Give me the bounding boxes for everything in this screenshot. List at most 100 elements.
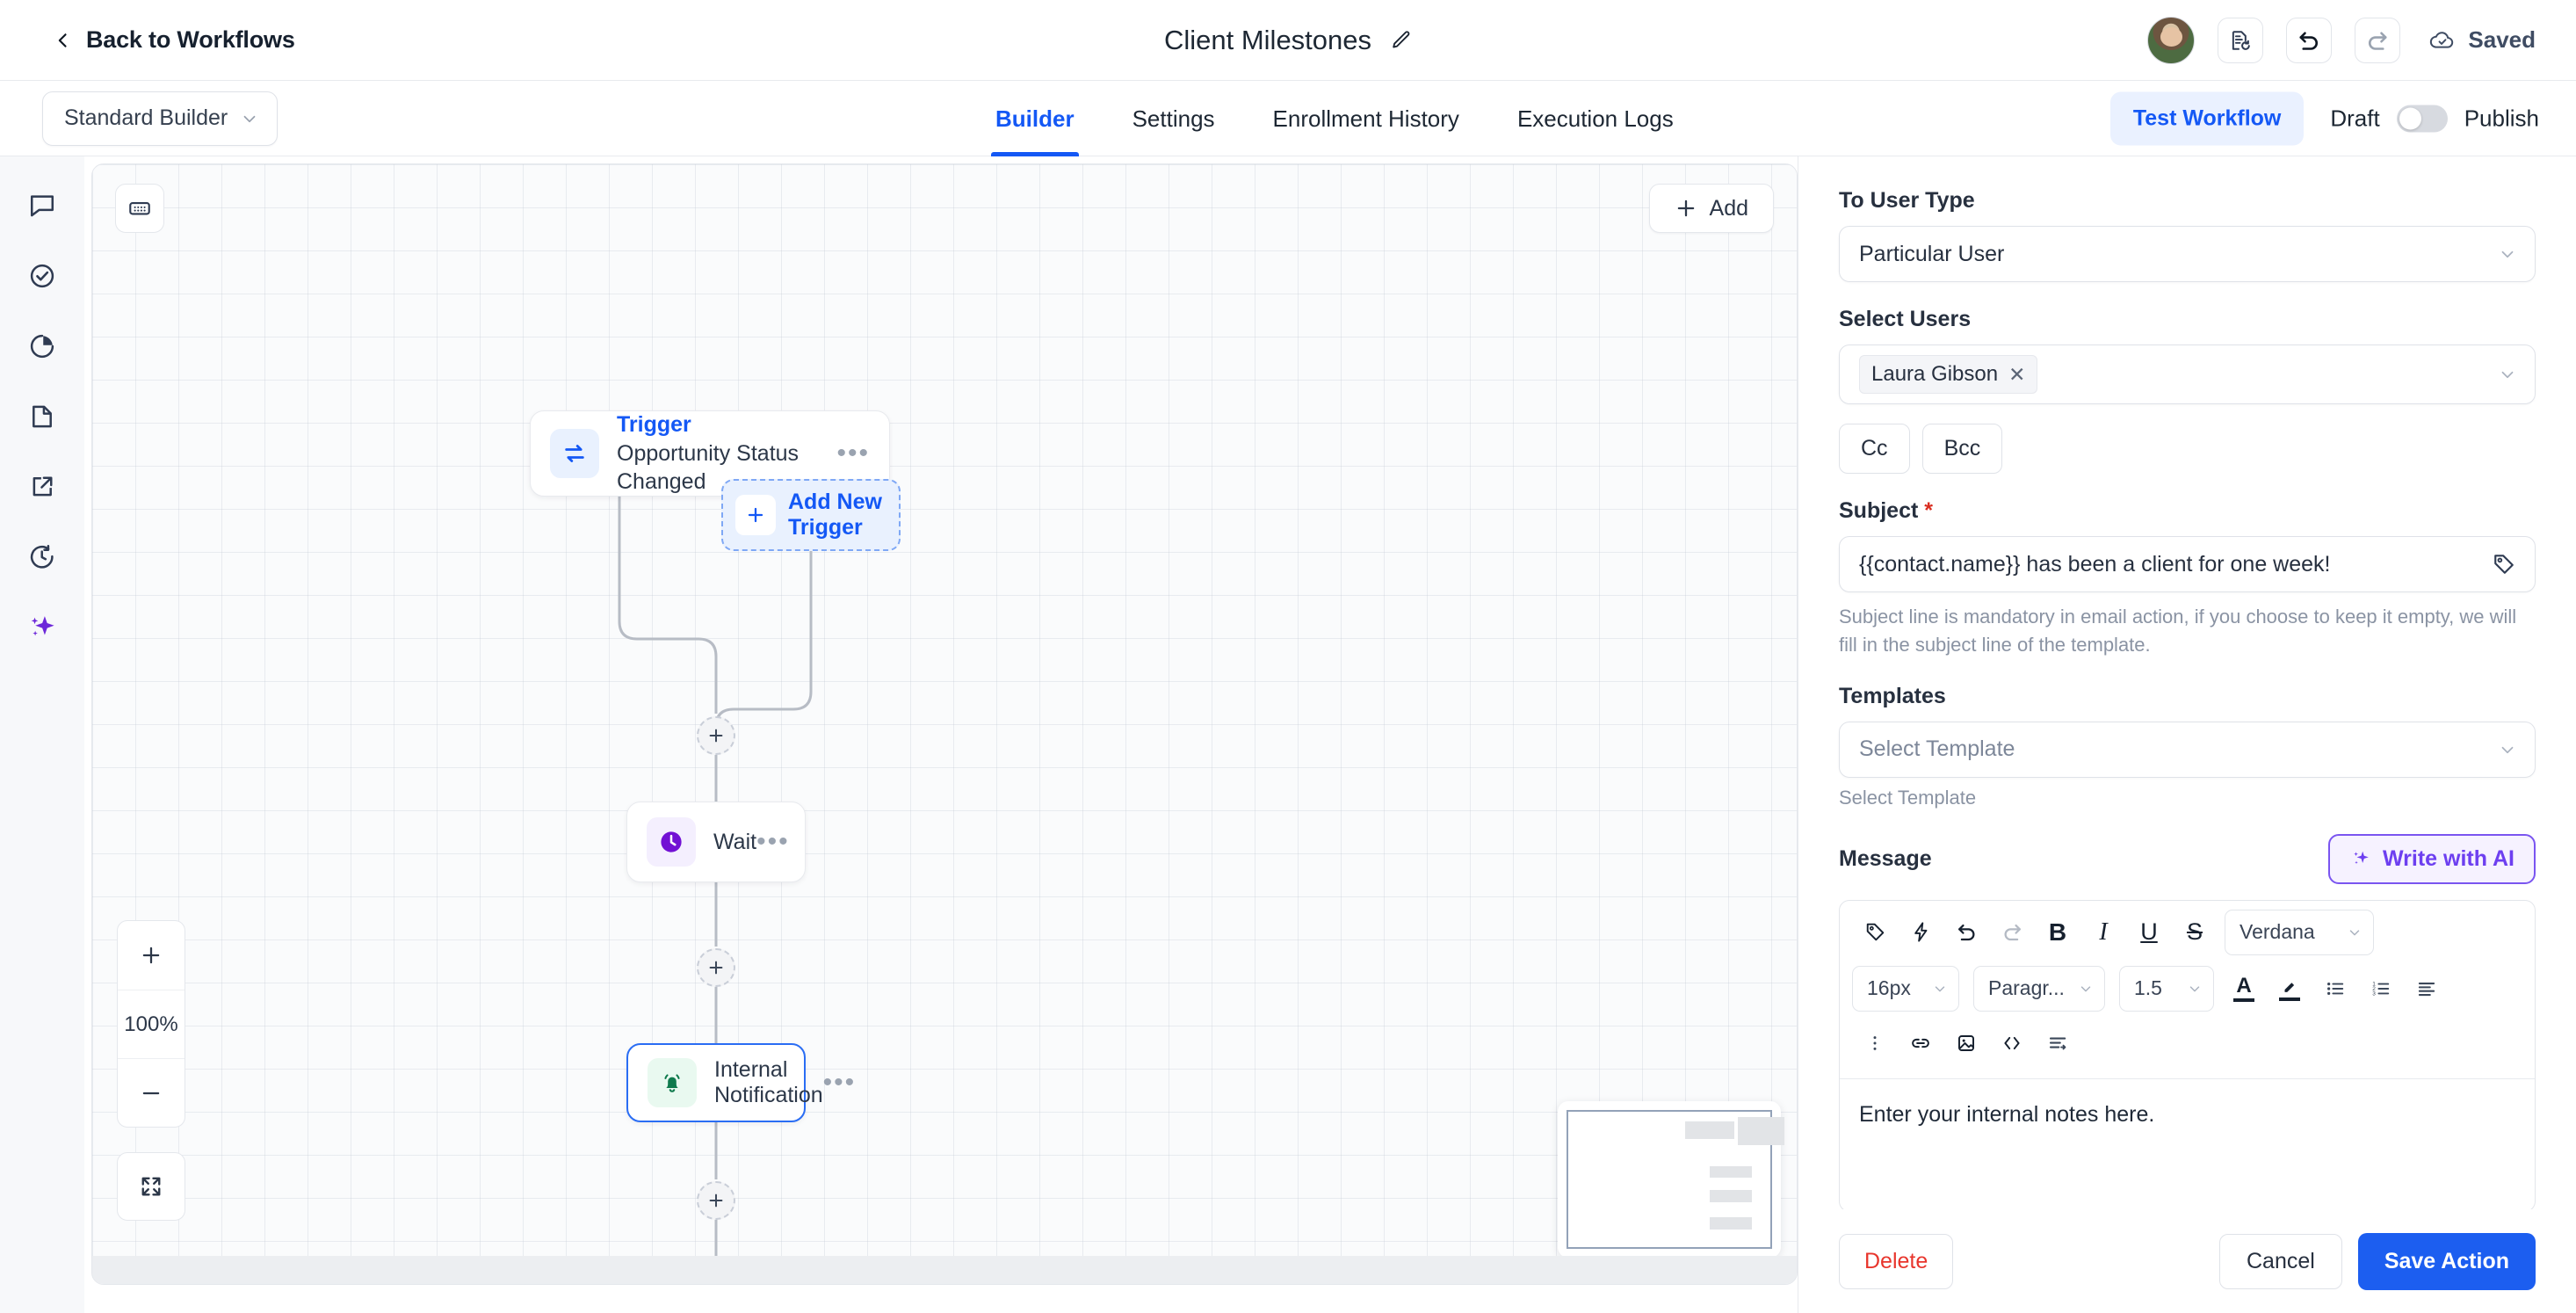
keyboard-shortcuts-button[interactable]	[115, 184, 164, 233]
document-refresh-button[interactable]	[2218, 17, 2264, 63]
pencil-icon[interactable]	[1389, 29, 1412, 52]
templates-select[interactable]: Select Template	[1839, 721, 2536, 778]
subject-input[interactable]: {{contact.name}} has been a client for o…	[1839, 536, 2536, 592]
more-options-button[interactable]	[1852, 1020, 1898, 1066]
chevron-down-icon	[2501, 371, 2514, 379]
publish-label: Publish	[2464, 105, 2539, 131]
canvas-minimap[interactable]	[1558, 1101, 1785, 1258]
saved-status: Saved	[2428, 26, 2536, 54]
editor-undo-button[interactable]	[1943, 910, 1989, 955]
write-with-ai-button[interactable]: Write with AI	[2328, 833, 2536, 884]
node-trigger-body: Trigger Opportunity Status Changed	[599, 412, 836, 496]
italic-button[interactable]: I	[2099, 918, 2108, 946]
subject-required-mark: *	[1924, 498, 1933, 523]
node-trigger-menu-button[interactable]: •••	[836, 439, 870, 468]
cc-button[interactable]: Cc	[1839, 424, 1910, 474]
highlight-color-button[interactable]	[2267, 966, 2312, 1012]
bcc-button[interactable]: Bcc	[1921, 424, 2003, 474]
add-step-button-1[interactable]	[697, 716, 735, 755]
back-to-workflows-button[interactable]: Back to Workflows	[54, 26, 295, 54]
publish-toggle[interactable]	[2396, 105, 2448, 132]
insert-image-button[interactable]	[1943, 1020, 1989, 1066]
text-color-button[interactable]: A	[2221, 966, 2267, 1012]
redo-button[interactable]	[2355, 17, 2401, 63]
node-wait-title: Wait	[713, 829, 757, 854]
insert-link-button[interactable]	[1898, 1020, 1943, 1066]
sidebar-item-tasks[interactable]	[18, 251, 67, 301]
node-wait[interactable]: Wait •••	[626, 802, 806, 882]
cancel-button[interactable]: Cancel	[2218, 1233, 2342, 1289]
undo-button[interactable]	[2286, 17, 2333, 63]
tag-icon[interactable]	[2491, 551, 2517, 577]
node-trigger-subtitle: Opportunity Status Changed	[617, 440, 800, 494]
editor-redo-button[interactable]	[1989, 910, 2035, 955]
text-align-button[interactable]	[2404, 966, 2449, 1012]
add-step-button-2[interactable]	[697, 948, 735, 987]
sidebar-item-history[interactable]	[18, 533, 67, 582]
zoom-out-button[interactable]	[118, 1058, 185, 1127]
subject-value: {{contact.name}} has been a client for o…	[1859, 551, 2331, 577]
add-step-button-3[interactable]	[697, 1181, 735, 1220]
node-wait-menu-button[interactable]: •••	[756, 827, 790, 856]
sidebar-item-reports[interactable]	[18, 322, 67, 371]
action-panel-footer: Delete Cancel Save Action	[1798, 1209, 2576, 1313]
block-format-select[interactable]: Paragr...	[1973, 965, 2105, 1012]
chevron-down-icon	[2501, 746, 2514, 753]
add-new-trigger-button[interactable]: Add New Trigger	[721, 479, 901, 551]
keyboard-icon	[129, 202, 150, 215]
chevron-down-icon	[1935, 986, 1945, 992]
strikethrough-button[interactable]: S	[2186, 918, 2203, 946]
fit-to-screen-button[interactable]	[117, 1152, 185, 1221]
font-size-select[interactable]: 16px	[1852, 965, 1959, 1012]
page-title: Client Milestones	[1163, 24, 1372, 55]
sidebar-item-open-external[interactable]	[18, 462, 67, 511]
tab-builder[interactable]: Builder	[966, 81, 1103, 156]
insert-token-button[interactable]	[1852, 910, 1898, 955]
remove-user-chip-icon[interactable]: ✕	[2008, 362, 2026, 386]
to-user-type-select[interactable]: Particular User	[1839, 226, 2536, 282]
underline-button[interactable]: U	[2140, 918, 2158, 946]
zoom-in-button[interactable]	[118, 921, 185, 990]
node-internal-notification-menu-button[interactable]: •••	[822, 1068, 857, 1097]
delete-button[interactable]: Delete	[1839, 1233, 1954, 1289]
select-users-field[interactable]: Laura Gibson ✕	[1839, 345, 2536, 404]
redo-icon	[2004, 925, 2021, 941]
subnav-actions: Test Workflow Draft Publish	[2109, 91, 2539, 145]
chevron-down-icon	[2501, 250, 2514, 258]
node-internal-notification[interactable]: Internal Notification •••	[626, 1043, 854, 1122]
footer-right-actions: Cancel Save Action	[2218, 1232, 2536, 1290]
tab-settings[interactable]: Settings	[1103, 81, 1244, 156]
clock-history-icon	[30, 545, 54, 569]
test-workflow-button[interactable]: Test Workflow	[2109, 91, 2305, 145]
sub-navigation-bar: Standard Builder Builder Settings Enroll…	[0, 81, 2576, 156]
minimap-node	[1710, 1165, 1753, 1179]
font-size-value: 16px	[1867, 976, 1911, 1000]
bulleted-list-button[interactable]	[2312, 966, 2358, 1012]
minimap-viewport	[1567, 1110, 1785, 1249]
cc-bcc-row: Cc Bcc	[1839, 424, 2536, 474]
minimap-node	[1685, 1121, 1734, 1139]
message-content-area[interactable]: Enter your internal notes here.	[1859, 1101, 2155, 1127]
to-user-type-value: Particular User	[1859, 241, 2005, 266]
avatar[interactable]	[2147, 16, 2196, 64]
font-family-select[interactable]: Verdana	[2225, 909, 2374, 955]
tab-execution-logs[interactable]: Execution Logs	[1488, 81, 1703, 156]
add-node-button[interactable]: Add	[1648, 184, 1774, 233]
sidebar-item-conversations[interactable]	[18, 181, 67, 230]
tab-enrollment-history[interactable]: Enrollment History	[1244, 81, 1488, 156]
workflow-canvas[interactable]: Add Trigger Opportunity Status Changed	[91, 163, 1798, 1285]
source-code-button[interactable]	[1989, 1020, 2035, 1066]
node-trigger-title: Trigger	[617, 411, 691, 437]
save-action-button[interactable]: Save Action	[2357, 1232, 2536, 1290]
text-color-glyph: A	[2236, 973, 2252, 997]
bold-button[interactable]: B	[2048, 918, 2067, 946]
quick-action-button[interactable]	[1898, 910, 1943, 955]
numbered-list-button[interactable]: 1 2 3	[2358, 966, 2404, 1012]
indent-button[interactable]	[2035, 1020, 2080, 1066]
node-internal-notification-title: Internal Notification	[714, 1057, 823, 1107]
sidebar-item-ai-assistant[interactable]	[18, 603, 67, 652]
swap-arrows-icon	[565, 445, 584, 462]
sidebar-item-documents[interactable]	[18, 392, 67, 441]
builder-mode-select[interactable]: Standard Builder	[42, 91, 278, 146]
line-height-select[interactable]: 1.5	[2119, 965, 2214, 1012]
